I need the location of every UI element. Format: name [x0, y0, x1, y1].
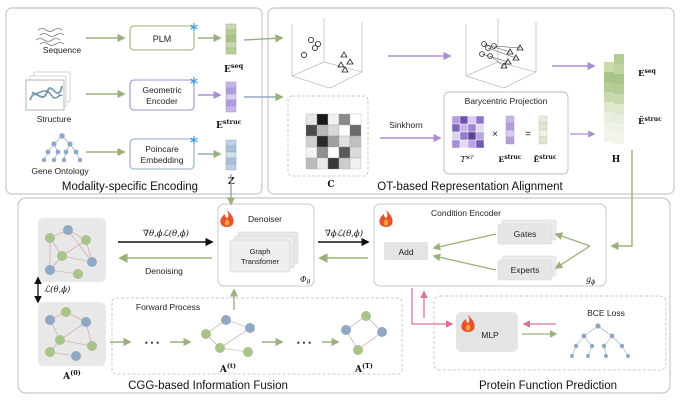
dots-1: • • •: [145, 338, 159, 348]
arrow-gates-to-add: [432, 233, 497, 251]
experts-card: [497, 259, 553, 281]
grad-loss-right: ∇ϕℒ(θ,ϕ): [325, 228, 363, 239]
add-node: [384, 242, 428, 260]
condition-encoder-title: Condition Encoder: [431, 208, 501, 218]
graph-a0: [45, 307, 97, 361]
poincare-label-1: Poincare: [145, 144, 179, 154]
e-struc-projection-stack: [505, 115, 515, 145]
grad-loss-left: ∇θ,ϕℒ(θ,ϕ): [143, 228, 189, 239]
modality-section-title: Modality-specific Encoding: [62, 181, 198, 193]
embedding-space-after: [465, 18, 537, 89]
protein-structure-icon: [25, 71, 71, 111]
input-structure-label: Structure: [37, 114, 72, 124]
e-struc-tilde-label: Ẽstruc: [533, 154, 556, 164]
arrow-in-to-experts: [554, 245, 591, 269]
sequence-icon: [35, 28, 65, 46]
e-struc-tilde-stack: [538, 115, 548, 145]
add-label: Add: [398, 247, 413, 257]
graph-transformer-line-1: Graph: [250, 247, 271, 256]
denoiser-title: Denoiser: [248, 214, 282, 224]
sinkhorn-label: Sinkhorn: [389, 120, 423, 130]
g-phi-label: gϕ: [586, 275, 595, 286]
aT-label: A(T): [354, 362, 373, 375]
at-label: A(t): [219, 362, 236, 375]
graph-at: [201, 315, 255, 357]
plm-label: PLM: [153, 34, 172, 44]
geometric-encoder: Geometric Encoder: [129, 76, 199, 111]
h-struc-label: Ẽstruc: [638, 115, 662, 127]
go-hierarchy-icon: [570, 323, 630, 358]
z-feature-stack: [225, 139, 237, 171]
input-sequence-label: Sequence: [43, 45, 82, 55]
e-seq-feature-stack: [225, 23, 237, 55]
modality-panel: [5, 7, 263, 195]
bce-loss-label: BCE Loss: [587, 308, 625, 318]
geometric-encoder-label-1: Geometric: [142, 85, 182, 95]
denoising-label: Denoising: [145, 266, 183, 276]
e-struc-proj-label: Estruc: [498, 154, 521, 164]
equals-sign: =: [525, 129, 531, 140]
arrow-eseq-to-ot: [243, 34, 284, 43]
h-seq-label: Eseq: [638, 68, 657, 79]
a0-label: A(0): [62, 369, 81, 382]
arrow-h-to-condition: [610, 150, 633, 251]
loss-vertical-label: ℒ(θ,ϕ): [44, 284, 70, 295]
transport-plan-label: T*ᵀ: [460, 155, 474, 165]
barycentric-projection-title: Barycentric Projection: [465, 96, 548, 106]
cost-frame: [287, 95, 369, 177]
geometric-encoder-label-2: Encoder: [146, 96, 178, 106]
h-feature-stack: [604, 54, 624, 144]
fusion-panel: [17, 197, 671, 394]
embedding-space-before: [291, 18, 363, 89]
transport-plan-matrix: [451, 115, 485, 149]
poincare-embedding: Poincare Embedding: [129, 135, 199, 170]
forward-process-frame: [111, 297, 403, 375]
poincare-label-2: Embedding: [140, 155, 183, 165]
input-gene-ontology-label: Gene Ontology: [31, 166, 89, 176]
barycentric-projection-box: [443, 91, 569, 175]
times-sign: ×: [492, 129, 498, 140]
graph-aT: [341, 311, 387, 355]
phi-theta-label: Φθ: [300, 275, 311, 286]
graph-transformer-line-2: Transfomer: [241, 257, 280, 266]
ot-section-title: OT-based Representation Alignment: [377, 181, 563, 193]
gene-ontology-icon: [41, 133, 83, 163]
experts-label: Experts: [511, 265, 540, 275]
dots-2: • • •: [297, 338, 311, 348]
graph-top: [45, 225, 97, 279]
plm-encoder: PLM: [129, 22, 199, 51]
cgg-section-title: CGG-based Information Fusion: [128, 380, 288, 392]
gates-card: [497, 223, 553, 245]
e-struc-label: Estruc: [216, 118, 242, 131]
mlp-label: MLP: [481, 330, 499, 340]
arrow-in-to-gates: [554, 232, 591, 247]
h-label: H: [612, 155, 621, 165]
prediction-frame: [433, 295, 667, 371]
cost-matrix-label: C: [327, 180, 334, 190]
ot-panel: [267, 7, 675, 195]
forward-process-label: Forward Process: [136, 302, 200, 312]
arrow-experts-to-add: [432, 253, 497, 271]
graph-transformer-card: [229, 239, 291, 273]
arrow-condition-to-mlp: [411, 288, 454, 328]
prediction-section-title: Protein Function Prediction: [479, 380, 617, 392]
e-seq-label: Eseq: [224, 62, 244, 75]
e-struc-feature-stack: [225, 81, 237, 113]
cost-matrix: [305, 113, 362, 170]
gates-label: Gates: [514, 229, 537, 239]
